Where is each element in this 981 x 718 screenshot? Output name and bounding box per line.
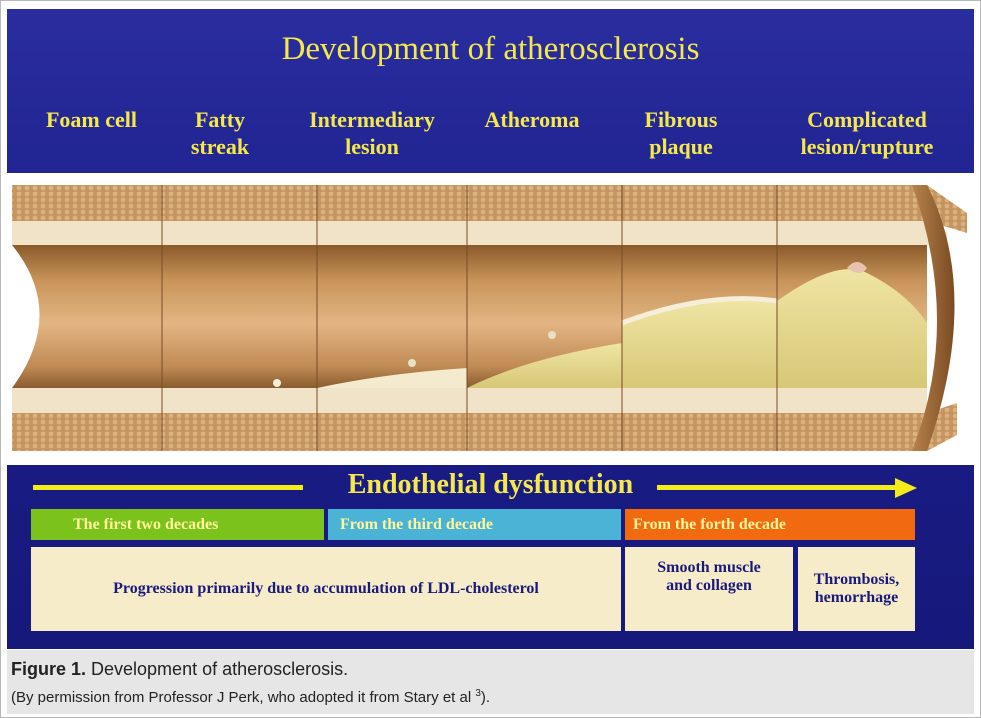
stage-label: lesion/rupture: [782, 133, 952, 160]
smooth-muscle-text: and collagen: [666, 577, 752, 595]
progression-text: Progression primarily due to accumulatio…: [113, 580, 539, 598]
stage-atheroma: Atheroma: [472, 106, 592, 133]
stage-fibrous-plaque: Fibrous plaque: [631, 106, 731, 160]
stage-label: lesion: [297, 133, 447, 160]
thrombosis-text: Thrombosis,: [814, 571, 900, 589]
arrow-right-line: [657, 485, 897, 490]
smooth-muscle-box: Smooth muscle and collagen: [625, 547, 793, 631]
slide: Development of atherosclerosis Foam cell…: [7, 9, 974, 649]
artery-illustration: [7, 173, 974, 465]
caption-title: Figure 1. Development of atherosclerosis…: [11, 659, 348, 680]
stage-complicated-lesion: Complicated lesion/rupture: [782, 106, 952, 160]
stage-label: plaque: [631, 133, 731, 160]
figure-caption: Figure 1. Development of atherosclerosis…: [7, 650, 974, 714]
decade-first-two: The first two decades: [31, 509, 324, 540]
caption-label: Figure 1.: [11, 659, 86, 679]
stage-label: Foam cell: [29, 106, 154, 133]
stage-fatty-streak: Fatty streak: [175, 106, 265, 160]
slide-title: Development of atherosclerosis: [7, 31, 974, 68]
caption-note-end: ).: [481, 689, 490, 706]
stage-label: Fatty: [175, 106, 265, 133]
stage-label: streak: [175, 133, 265, 160]
caption-note: (By permission from Professor J Perk, wh…: [11, 688, 490, 706]
thrombosis-text: hemorrhage: [815, 589, 899, 607]
caption-text: Development of atherosclerosis.: [86, 659, 348, 679]
thrombosis-box: Thrombosis, hemorrhage: [798, 547, 915, 631]
endothelial-row: Endothelial dysfunction: [7, 469, 974, 503]
stage-label: Intermediary: [297, 106, 447, 133]
stage-foam-cell: Foam cell: [29, 106, 154, 133]
smooth-muscle-text: Smooth muscle: [657, 559, 761, 577]
decade-forth: From the forth decade: [625, 509, 915, 540]
stage-label: Fibrous: [631, 106, 731, 133]
arrow-head-icon: [895, 478, 917, 498]
artery-drawing: [7, 173, 974, 465]
decade-third: From the third decade: [328, 509, 621, 540]
stage-label: Complicated: [782, 106, 952, 133]
stage-label: Atheroma: [472, 106, 592, 133]
progression-box: Progression primarily due to accumulatio…: [31, 547, 621, 631]
caption-note-text: (By permission from Professor J Perk, wh…: [11, 689, 475, 706]
stage-intermediary-lesion: Intermediary lesion: [297, 106, 447, 160]
